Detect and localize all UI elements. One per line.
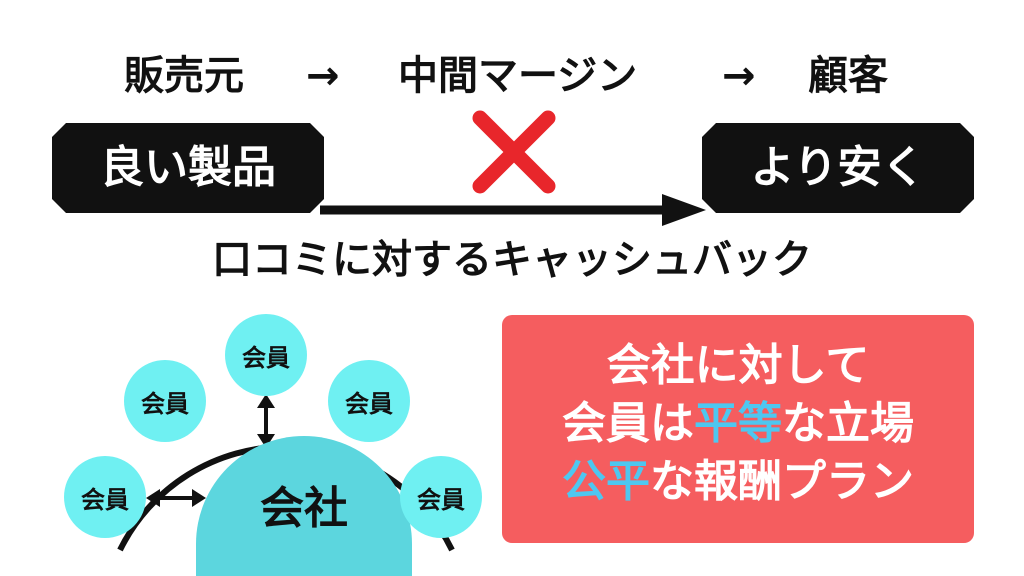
member-node: 会員 (124, 360, 206, 442)
member-label: 会員 (81, 485, 129, 514)
cheaper-box: より安く (702, 123, 974, 213)
panel-highlight-fair: 公平 (562, 456, 650, 507)
seller-label: 販売元 (124, 53, 244, 99)
panel-line-2-a: 会員は (562, 398, 694, 449)
middle-margin-label: 中間マージン (398, 53, 638, 99)
panel-line-2-c: な立場 (782, 398, 914, 449)
good-product-box: 良い製品 (52, 123, 324, 213)
member-label: 会員 (242, 343, 290, 372)
cross-icon (466, 104, 562, 200)
member-label: 会員 (141, 389, 189, 418)
cashback-caption: 口コミに対するキャッシュバック (212, 237, 812, 283)
flow-arrow-long (320, 190, 710, 230)
customer-label: 顧客 (808, 53, 888, 99)
equality-panel: 会社に対して 会員は平等な立場 公平な報酬プラン (502, 315, 974, 543)
panel-line-2: 会員は平等な立場 (502, 395, 974, 453)
member-node: 会員 (225, 314, 307, 396)
member-network-diagram: 会社 会員 会員 会員 会員 会員 (60, 300, 500, 576)
member-label: 会員 (345, 389, 393, 418)
flow-arrow-2: → (722, 53, 756, 99)
member-node: 会員 (328, 360, 410, 442)
panel-line-3-b: な報酬プラン (650, 456, 914, 507)
panel-highlight-equal: 平等 (694, 398, 782, 449)
member-node: 会員 (400, 456, 482, 538)
panel-line-1: 会社に対して (606, 340, 870, 391)
company-label: 会社 (260, 483, 348, 534)
panel-line-3: 公平な報酬プラン (502, 453, 974, 511)
member-label: 会員 (417, 485, 465, 514)
member-node: 会員 (64, 456, 146, 538)
flow-arrow-1: → (306, 53, 340, 99)
